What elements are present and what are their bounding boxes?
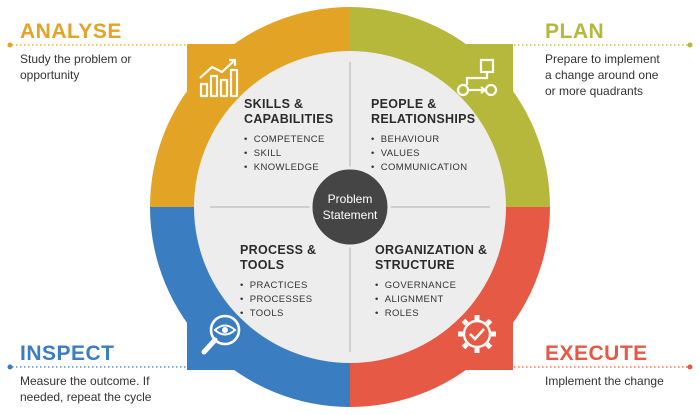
execute-dot (687, 364, 693, 370)
list-item: PRACTICES (240, 279, 390, 293)
quadrant-list: PRACTICES PROCESSES TOOLS (240, 279, 390, 321)
quadrant-process: PROCESS & TOOLS PRACTICES PROCESSES TOOL… (240, 243, 390, 321)
quadrant-organization: ORGANIZATION & STRUCTURE GOVERNANCE ALIG… (375, 243, 525, 321)
plan-title: PLAN (545, 20, 605, 43)
list-item: SKILL (244, 147, 394, 161)
list-item: COMPETENCE (244, 133, 394, 147)
inspect-dot (7, 364, 13, 370)
plan-dot (687, 42, 693, 48)
bar-chart-icon (199, 58, 239, 98)
list-item: ROLES (375, 307, 525, 321)
list-item: COMMUNICATION (371, 161, 521, 175)
quadrant-list: BEHAVIOUR VALUES COMMUNICATION (371, 133, 521, 175)
list-item: KNOWLEDGE (244, 161, 394, 175)
analyse-title: ANALYSE (20, 20, 122, 43)
plan-description: Prepare to implement a change around one… (545, 52, 660, 98)
magnifier-eye-icon (201, 314, 241, 355)
problem-statement-label: Problem Statement (322, 192, 378, 222)
quadrant-title: PEOPLE & RELATIONSHIPS (371, 97, 476, 126)
analyse-description: Study the problem or opportunity (20, 52, 132, 82)
quadrant-title: ORGANIZATION & STRUCTURE (375, 243, 488, 272)
list-item: VALUES (371, 147, 521, 161)
execute-title: EXECUTE (545, 342, 648, 365)
flowchart-icon (456, 58, 498, 97)
list-item: TOOLS (240, 307, 390, 321)
list-item: GOVERNANCE (375, 279, 525, 293)
quadrant-skills: SKILLS & CAPABILITIES COMPETENCE SKILL K… (244, 97, 394, 175)
quadrant-list: COMPETENCE SKILL KNOWLEDGE (244, 133, 394, 175)
list-item: PROCESSES (240, 293, 390, 307)
quadrant-list: GOVERNANCE ALIGNMENT ROLES (375, 279, 525, 321)
inspect-description: Measure the outcome. If needed, repeat t… (20, 374, 152, 404)
list-item: ALIGNMENT (375, 293, 525, 307)
execute-description: Implement the change (545, 374, 664, 388)
list-item: BEHAVIOUR (371, 133, 521, 147)
quadrant-people: PEOPLE & RELATIONSHIPS BEHAVIOUR VALUES … (371, 97, 521, 175)
quadrant-title: SKILLS & CAPABILITIES (244, 97, 334, 126)
inspect-title: INSPECT (20, 342, 115, 365)
analyse-dot (7, 42, 13, 48)
quadrant-title: PROCESS & TOOLS (240, 243, 317, 272)
